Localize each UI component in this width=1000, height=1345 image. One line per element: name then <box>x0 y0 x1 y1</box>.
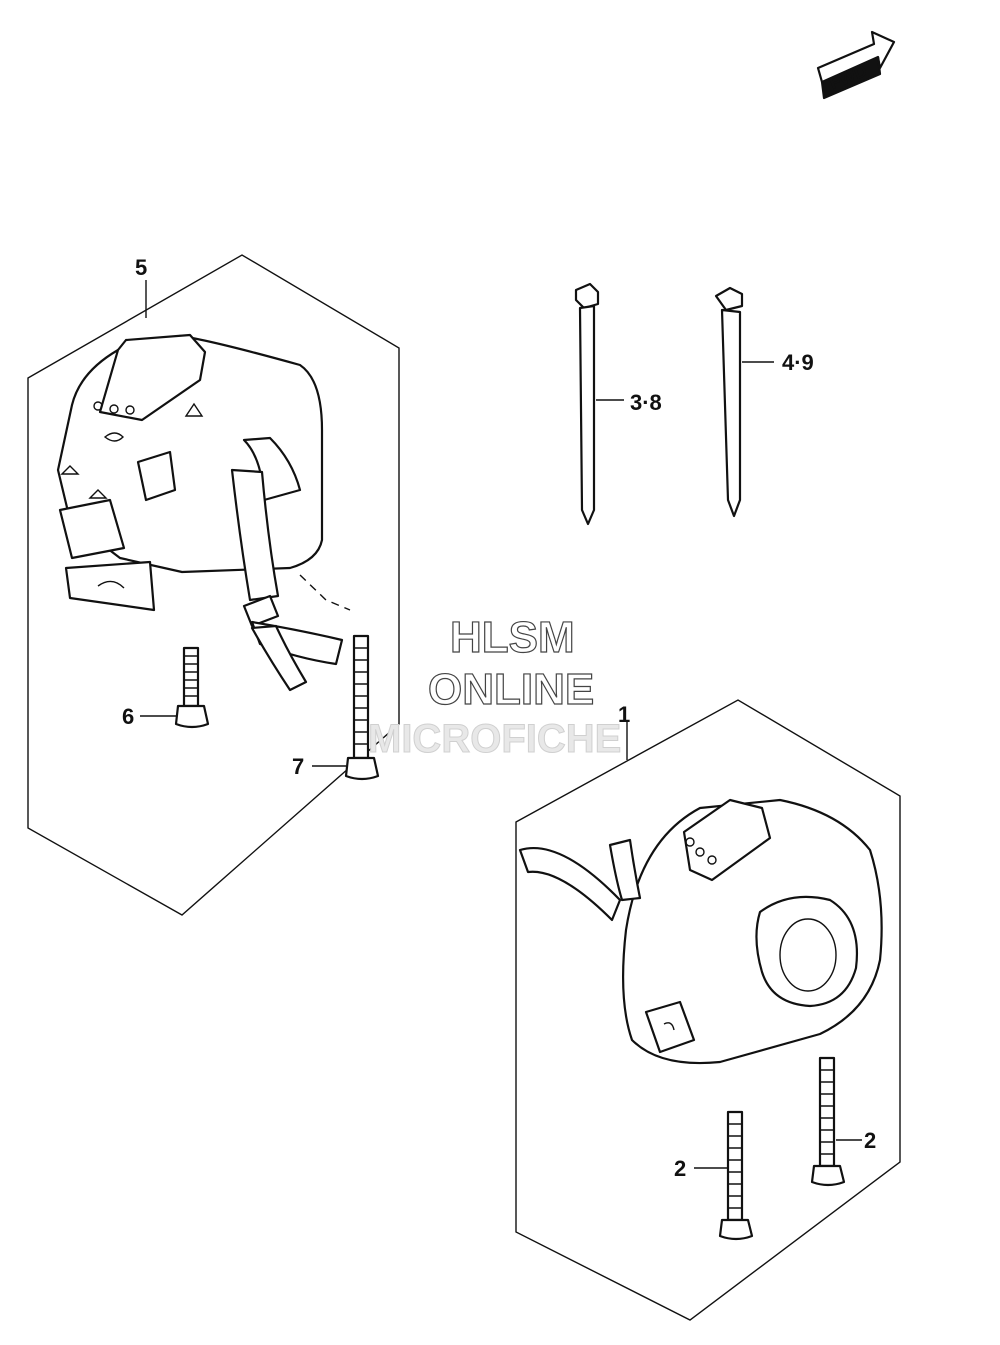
cable-tie-a <box>574 282 600 526</box>
callout-1: 1 <box>618 702 630 727</box>
right-switch-assembly-frame <box>515 699 901 1321</box>
callout-6: 6 <box>122 704 134 729</box>
watermark-line2: ONLINE <box>428 665 594 714</box>
left-handlebar-switch <box>56 333 351 692</box>
callout-3-8: 3·8 <box>630 390 662 415</box>
watermark-line1: HLSM <box>450 613 575 662</box>
watermark-line3: MICROFICHE <box>368 717 621 761</box>
callout-2a: 2 <box>674 1156 686 1181</box>
callout-5: 5 <box>135 255 147 280</box>
forward-arrow-icon <box>816 30 896 84</box>
callout-4-9: 4·9 <box>782 350 814 375</box>
watermark: HLSM ONLINE MICROFICHE <box>368 612 622 761</box>
screw-right-a <box>718 1110 754 1241</box>
left-switch-assembly-frame <box>27 254 400 916</box>
cable-tie-b <box>714 286 744 518</box>
screw-long <box>344 634 380 781</box>
screw-right-b <box>810 1056 846 1187</box>
screw-short <box>174 646 210 729</box>
right-handlebar-switch <box>518 798 883 1065</box>
callout-2b: 2 <box>864 1128 876 1153</box>
fwd-badge: FWD <box>816 30 896 100</box>
callout-7: 7 <box>292 754 304 779</box>
